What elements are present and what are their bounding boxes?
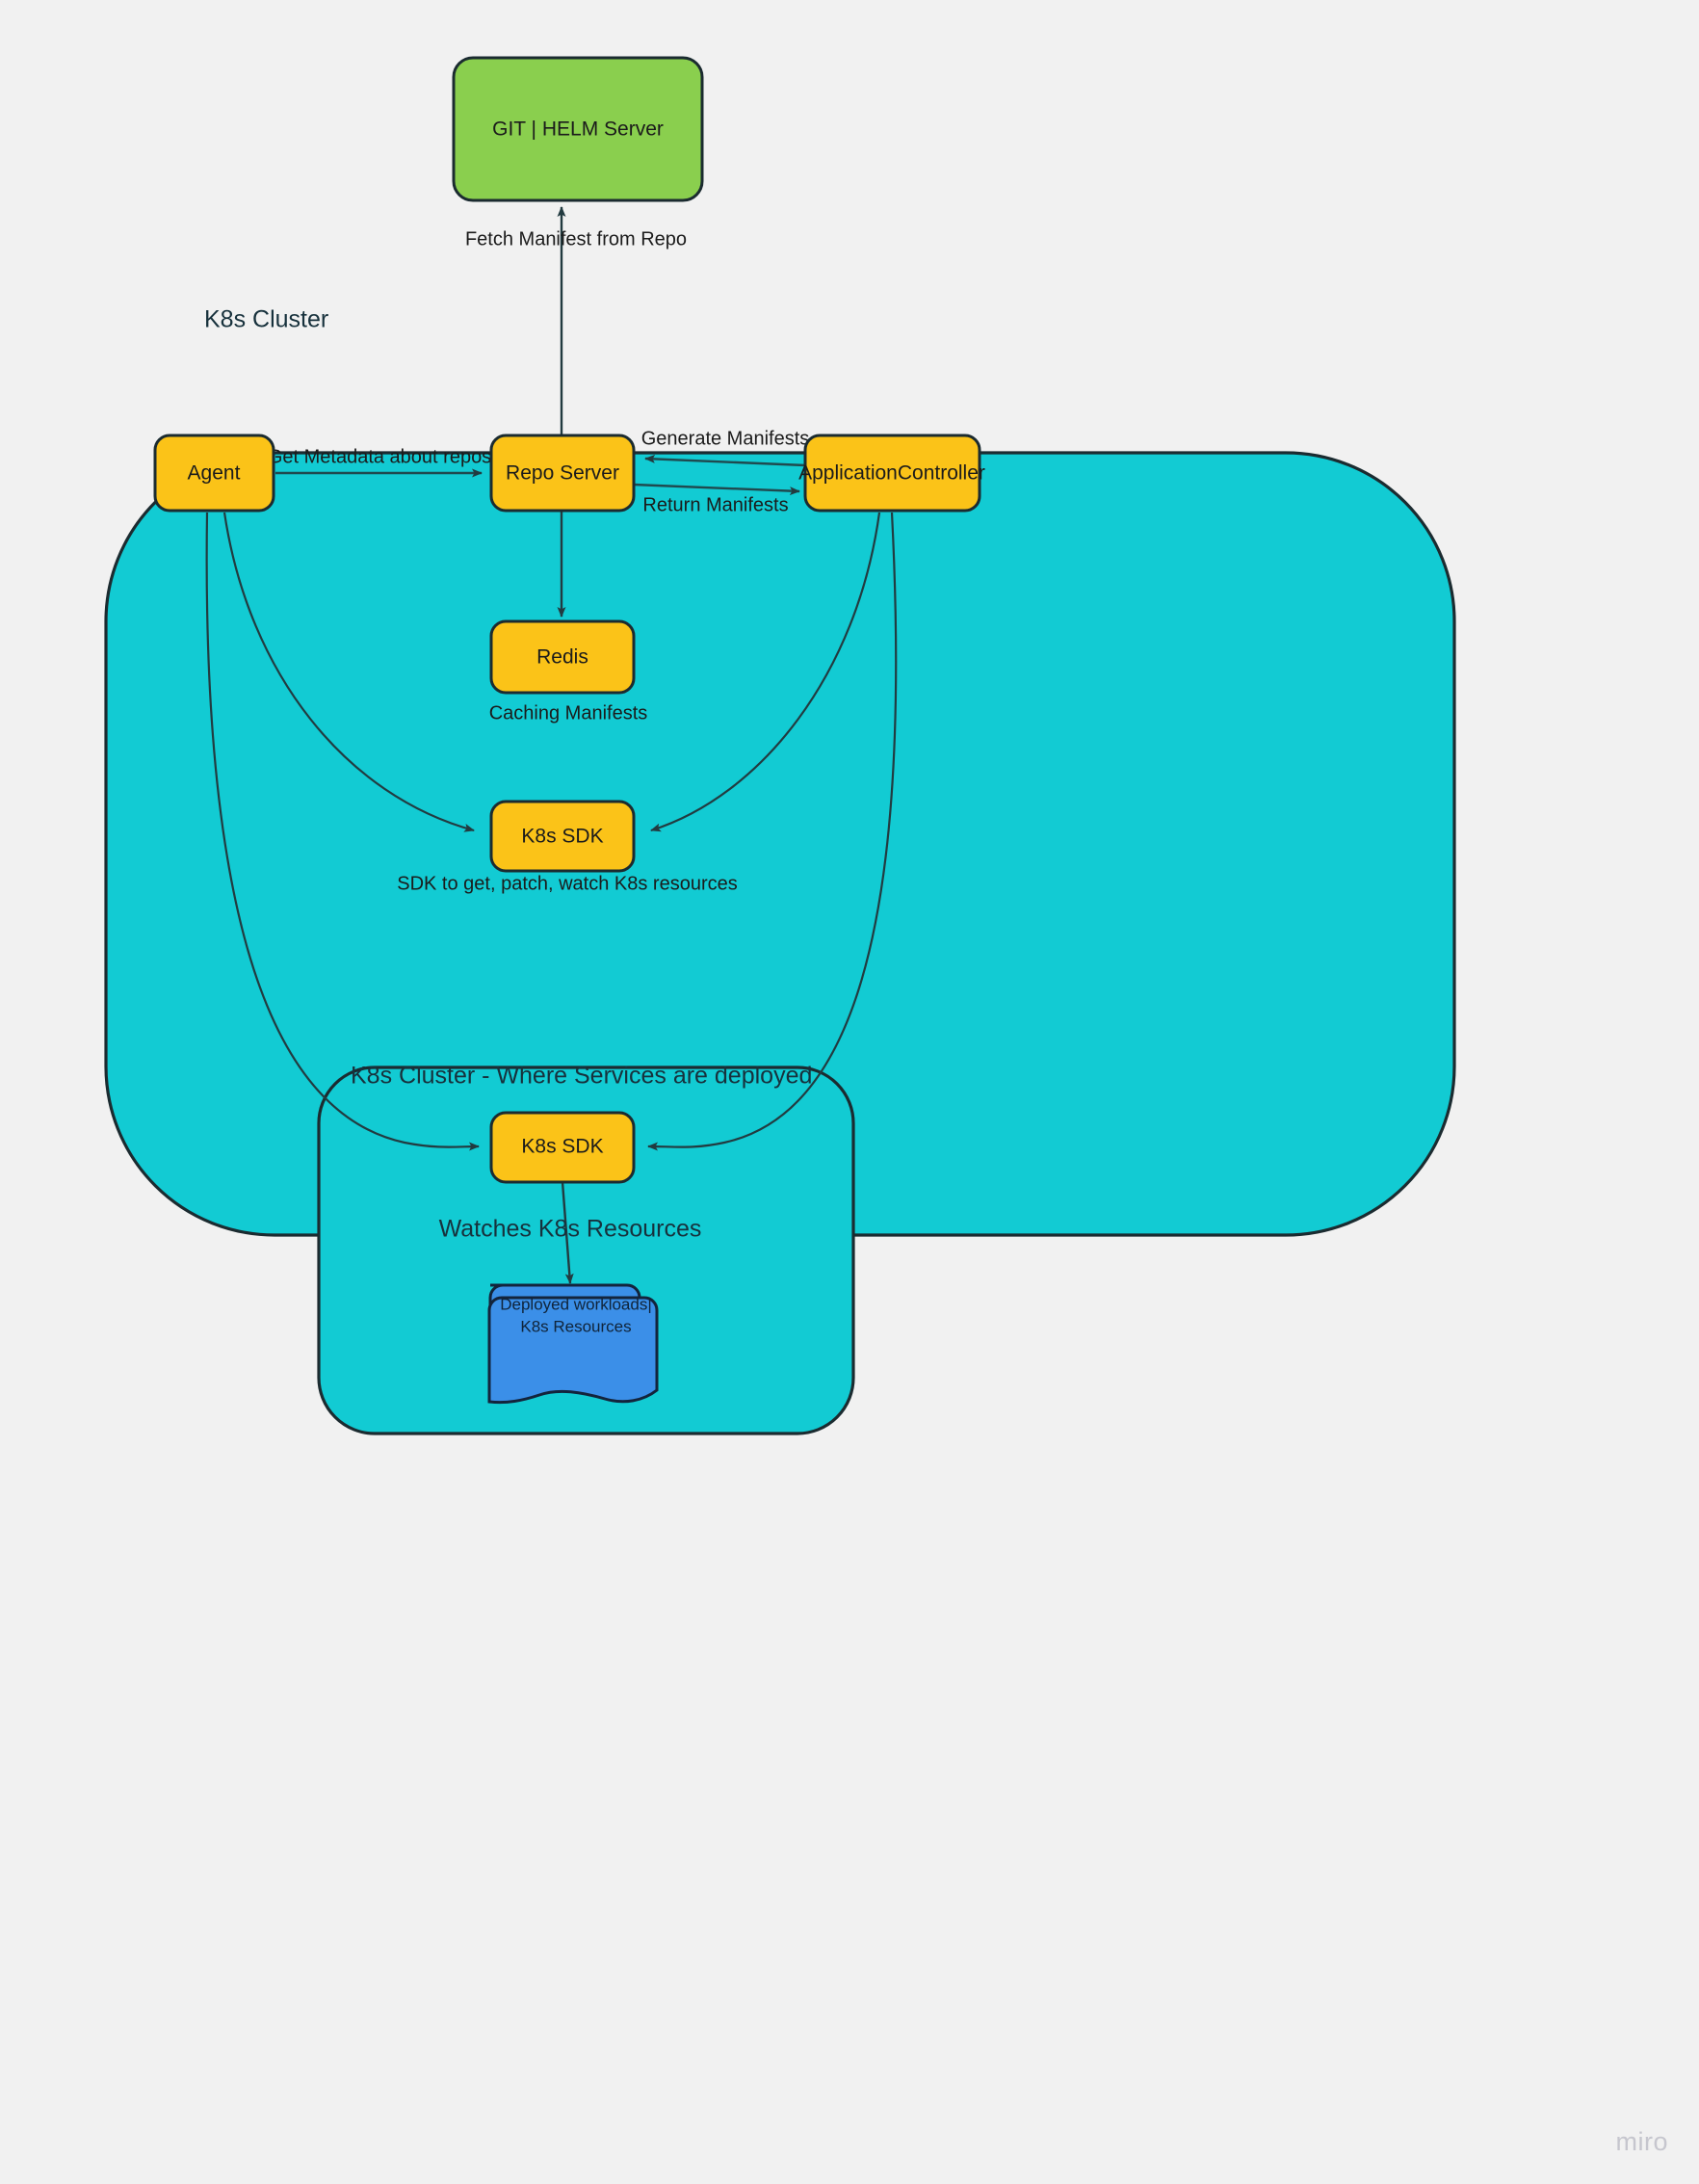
node-agent[interactable]: Agent [153,434,275,513]
edge-agent-to-k8s-sdk-services[interactable] [205,512,480,1151]
edge-k8s-sdk-services-to-workloads[interactable]: Watches K8s Resources [439,1181,702,1284]
deployed-workloads-front-sheet [487,1296,659,1405]
edge-appcontroller-to-repo-server[interactable]: Generate Manifests [641,428,810,467]
edge-agent-to-k8s-sdk-main-path [222,512,475,832]
node-redis-label: Redis [536,646,588,669]
edge-agent-to-repo-server[interactable]: Get Metadata about repos [268,446,491,478]
node-redis[interactable]: Redis [489,619,636,695]
deployed-workloads-label-line1: Deployed workloads| [500,1295,652,1313]
cluster-k8s-main[interactable]: K8s Cluster [104,306,1456,1237]
node-k8s-sdk-services-label: K8s SDK [521,1136,603,1158]
node-k8s-sdk-main-label: K8s SDK [521,826,603,848]
note-sdk-purpose: SDK to get, patch, watch K8s resources [397,873,738,894]
edge-k8s-sdk-services-to-workloads-label: Watches K8s Resources [439,1216,702,1243]
cluster-k8s-services-title: K8s Cluster - Where Services are deploye… [351,1063,812,1090]
node-k8s-sdk-services-shape [489,1111,636,1184]
node-k8s-sdk-main-shape [489,800,636,873]
edge-appcontroller-to-k8s-sdk-services-path [647,512,898,1151]
node-agent-label: Agent [188,462,241,485]
node-repo-server[interactable]: Repo Server [489,434,636,513]
edge-repo-server-to-appcontroller-path [633,483,800,496]
cluster-k8s-services-shape [317,1066,855,1435]
edge-k8s-sdk-services-to-workloads-path [561,1181,574,1284]
node-application-controller-shape [803,434,981,513]
edge-agent-to-k8s-sdk-main[interactable] [222,512,475,832]
node-k8s-sdk-main[interactable]: K8s SDK [489,800,636,873]
node-git-helm-server[interactable]: GIT | HELM Server [452,56,704,202]
edge-appcontroller-to-repo-server-label: Generate Manifests [641,428,810,449]
edge-appcontroller-to-k8s-sdk-main[interactable] [650,512,881,832]
edge-repo-server-to-appcontroller[interactable]: Return Manifests [633,483,800,515]
node-application-controller[interactable]: ApplicationController [798,434,985,513]
node-k8s-sdk-services[interactable]: K8s SDK [489,1111,636,1184]
edge-agent-to-repo-server-label: Get Metadata about repos [268,446,491,467]
cluster-k8s-services[interactable]: K8s Cluster - Where Services are deploye… [317,1063,855,1435]
edge-appcontroller-to-repo-server-path [644,454,806,467]
note-caching-manifests: Caching Manifests [489,702,648,724]
node-git-helm-server-label: GIT | HELM Server [492,118,664,141]
deployed-workloads-label-line2: K8s Resources [520,1317,631,1335]
miro-watermark: miro [1615,2127,1668,2156]
edge-appcontroller-to-k8s-sdk-services[interactable] [647,512,898,1151]
cluster-k8s-main-title: K8s Cluster [204,306,328,333]
node-redis-shape [489,619,636,695]
node-application-controller-label: ApplicationController [798,462,985,485]
edge-repo-server-to-appcontroller-label: Return Manifests [642,494,788,515]
edge-appcontroller-to-k8s-sdk-main-path [650,512,881,832]
edge-agent-to-k8s-sdk-services-path [205,512,480,1151]
edge-repo-server-to-git[interactable]: Fetch Manifest from Repo [465,206,687,441]
node-deployed-workloads[interactable]: Deployed workloads| K8s Resources [487,1283,659,1405]
node-repo-server-shape [489,434,636,513]
node-agent-shape [153,434,275,513]
node-repo-server-label: Repo Server [506,462,619,485]
node-git-helm-server-shape [452,56,704,202]
edge-repo-server-to-git-label: Fetch Manifest from Repo [465,228,687,250]
